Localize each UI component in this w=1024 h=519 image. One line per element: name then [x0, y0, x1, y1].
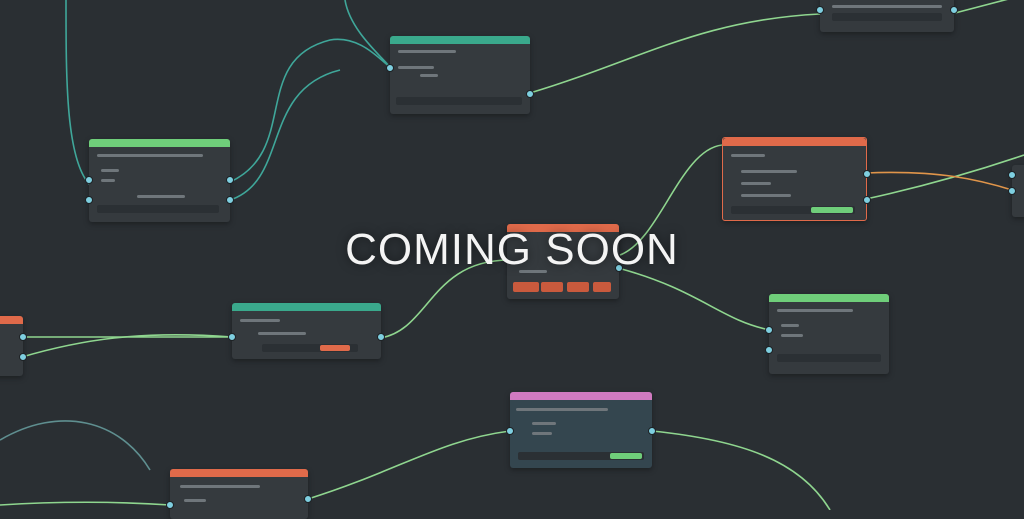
node-header	[390, 36, 530, 44]
node-field	[777, 309, 853, 312]
wire	[651, 430, 831, 510]
node-field	[731, 154, 765, 157]
node-slot	[97, 205, 219, 213]
node-field	[398, 50, 456, 53]
node-slot	[777, 354, 881, 362]
node-port[interactable]	[226, 176, 234, 184]
graph-node[interactable]	[85, 139, 234, 222]
node-header	[507, 224, 619, 232]
node-field	[258, 332, 306, 335]
node-port[interactable]	[863, 196, 871, 204]
node-field	[516, 408, 608, 411]
wire	[379, 259, 511, 339]
graph-node[interactable]	[386, 36, 534, 114]
graph-node[interactable]	[166, 469, 312, 519]
node-slot	[832, 13, 942, 21]
node-progress	[320, 345, 350, 351]
node-port[interactable]	[615, 264, 623, 272]
node-header	[723, 138, 866, 146]
wire	[21, 333, 233, 358]
node-header	[232, 303, 381, 311]
wire	[617, 267, 771, 331]
graph-node[interactable]	[722, 137, 871, 221]
node-field	[184, 499, 206, 502]
node-port[interactable]	[226, 196, 234, 204]
graph-node[interactable]	[506, 392, 656, 468]
wire	[0, 501, 171, 506]
node-field	[532, 432, 552, 435]
graph-node[interactable]	[507, 224, 623, 299]
node-field	[832, 5, 942, 8]
node-field	[781, 334, 803, 337]
node-chip	[593, 282, 611, 292]
node-port[interactable]	[228, 333, 236, 341]
node-field	[519, 270, 547, 273]
node-header	[0, 316, 23, 324]
node-field	[781, 324, 799, 327]
graph-node[interactable]	[816, 0, 958, 32]
graph-node[interactable]	[228, 303, 385, 359]
node-field	[532, 422, 556, 425]
node-progress	[811, 207, 853, 213]
wire	[229, 38, 391, 183]
node-port[interactable]	[950, 6, 958, 14]
node-slot	[518, 452, 644, 460]
node-port[interactable]	[526, 90, 534, 98]
wire	[65, 0, 91, 186]
node-port[interactable]	[19, 353, 27, 361]
node-port[interactable]	[863, 170, 871, 178]
node-field	[180, 485, 260, 488]
node-port[interactable]	[85, 176, 93, 184]
node-field	[240, 319, 280, 322]
node-slot	[262, 344, 358, 352]
wire	[307, 430, 511, 500]
node-field	[741, 170, 797, 173]
node-header	[510, 392, 652, 400]
coming-soon-headline: COMING SOON	[345, 225, 679, 274]
wire	[619, 144, 723, 256]
node-port[interactable]	[377, 333, 385, 341]
node-port[interactable]	[765, 346, 773, 354]
node-slot	[731, 206, 855, 214]
node-port[interactable]	[648, 427, 656, 435]
node-field	[741, 194, 791, 197]
node-port[interactable]	[816, 6, 824, 14]
node-field	[101, 179, 115, 182]
node-header	[769, 294, 889, 302]
node-port[interactable]	[765, 326, 773, 334]
node-field	[137, 195, 185, 198]
node-progress	[610, 453, 642, 459]
node-port[interactable]	[1008, 187, 1016, 195]
wire	[0, 420, 151, 471]
node-port[interactable]	[304, 495, 312, 503]
graph-node[interactable]	[0, 316, 27, 376]
wire	[954, 0, 1008, 14]
wire	[229, 69, 341, 201]
node-header	[170, 469, 308, 477]
node-chip	[567, 282, 589, 292]
node-port[interactable]	[19, 333, 27, 341]
node-port[interactable]	[85, 196, 93, 204]
wire	[344, 0, 391, 68]
node-port[interactable]	[506, 427, 514, 435]
node-header	[89, 139, 230, 147]
node-port[interactable]	[386, 64, 394, 72]
node-field	[97, 154, 203, 157]
node-field	[398, 66, 434, 69]
wire	[865, 154, 1024, 200]
node-slot	[396, 97, 522, 105]
node-port[interactable]	[1008, 171, 1016, 179]
wire	[865, 171, 1013, 191]
node-chip	[541, 282, 563, 292]
node-field	[101, 169, 119, 172]
node-field	[741, 182, 771, 185]
node-field	[420, 74, 438, 77]
node-port[interactable]	[166, 501, 174, 509]
graph-node[interactable]	[1008, 165, 1024, 217]
graph-node[interactable]	[765, 294, 889, 374]
node-chip	[513, 282, 539, 292]
wire	[529, 13, 821, 94]
